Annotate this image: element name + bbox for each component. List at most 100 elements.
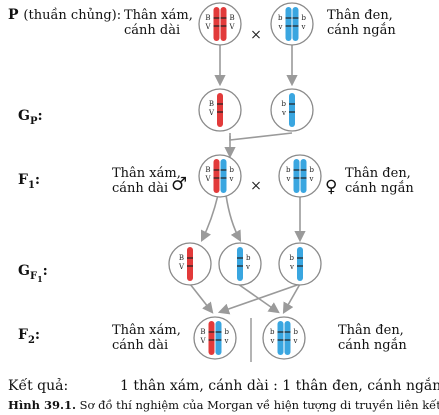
- chromosome: [277, 321, 284, 355]
- allele-label-body: B: [200, 328, 205, 336]
- chromosome: [292, 7, 299, 41]
- allele-label-wing: V: [204, 175, 211, 183]
- chromosome: [187, 247, 193, 281]
- chromosome: [220, 7, 227, 41]
- result-value: 1 thân xám, cánh dài : 1 thân đen, cánh …: [120, 378, 439, 394]
- allele-label-wing: V: [199, 337, 206, 345]
- gen-f2-label: F2:: [18, 327, 41, 346]
- allele-label-wing: v: [278, 23, 283, 31]
- allele-label-body: b: [230, 166, 235, 174]
- allele-label-body: b: [310, 166, 315, 174]
- chromosome: [285, 7, 292, 41]
- allele-label-body: b: [246, 254, 251, 262]
- chromosome: [289, 93, 295, 127]
- arrow-gf1-mid-to-f2-right: [237, 283, 280, 314]
- allele-label-wing: v: [281, 109, 286, 117]
- arrow-f1-to-gf1-left: [200, 194, 219, 243]
- gen-gf1-label: GF1:: [18, 263, 48, 284]
- cell-circle: [262, 316, 306, 360]
- cross-sign-f1: ×: [250, 178, 262, 194]
- allele-label-wing: v: [245, 263, 250, 271]
- arrow-group: [189, 44, 306, 315]
- allele-label-wing: v: [301, 23, 306, 31]
- arrow-gf1-right-to-f2-right: [282, 283, 301, 314]
- chromosome: [208, 321, 215, 355]
- gen-gp-label: GP:: [18, 108, 43, 127]
- allele-label-body: b: [282, 100, 287, 108]
- allele-label-wing: V: [204, 23, 211, 31]
- allele-label-body: B: [205, 166, 210, 174]
- arrow-gp-merge: [229, 132, 293, 141]
- result-line: Kết quả: 1 thân xám, cánh dài : 1 thân đ…: [8, 378, 439, 394]
- cell-gf1-bv-upper: BV: [168, 242, 212, 286]
- chromosome: [220, 159, 227, 193]
- allele-label-body: b: [294, 328, 299, 336]
- allele-label-wing: v: [293, 337, 298, 345]
- allele-label-wing: v: [224, 337, 229, 345]
- f1-right-phenotype: Thân đen,cánh ngắn: [345, 166, 414, 196]
- allele-label-body: B: [230, 14, 235, 22]
- chromosome: [217, 93, 223, 127]
- allele-label-body: B: [209, 100, 214, 108]
- allele-label-wing: v: [270, 337, 275, 345]
- arrow-gf1-left-to-f2-left: [189, 283, 214, 314]
- allele-label-wing: V: [178, 263, 185, 271]
- chromosome: [293, 159, 300, 193]
- f2-right-phenotype: Thân đen,cánh ngắn: [338, 323, 407, 353]
- chromosome: [284, 321, 291, 355]
- cell-gp-bv-upper: BV: [198, 88, 242, 132]
- caption-text: Sơ đồ thí nghiệm của Morgan về hiện tượn…: [75, 398, 439, 412]
- result-label: Kết quả:: [8, 378, 69, 394]
- arrow-gf1-right-to-f2-left: [217, 283, 301, 315]
- female-symbol: ♀: [325, 177, 337, 197]
- allele-label-body: b: [290, 254, 295, 262]
- cell-gp-bv-lower: bv: [270, 88, 314, 132]
- chromosome: [213, 159, 220, 193]
- allele-label-wing: v: [289, 263, 294, 271]
- f2-left-phenotype: Thân xám,cánh dài: [112, 323, 181, 353]
- p-left-phenotype: Thân xám,cánh dài: [124, 8, 193, 38]
- allele-label-body: b: [278, 14, 283, 22]
- allele-label-body: b: [225, 328, 230, 336]
- allele-label-body: B: [179, 254, 184, 262]
- chromosome: [297, 247, 303, 281]
- cell-circle: [278, 154, 322, 198]
- gen-p-label: P (thuần chủng):: [8, 7, 122, 23]
- allele-label-body: b: [286, 166, 291, 174]
- allele-label-wing: v: [229, 175, 234, 183]
- p-right-phenotype: Thân đen,cánh ngắn: [327, 8, 396, 38]
- f1-left-phenotype: Thân xám,cánh dài: [112, 166, 181, 196]
- chromosome: [213, 7, 220, 41]
- figure-caption: Hình 39.1. Sơ đồ thí nghiệm của Morgan v…: [8, 398, 439, 412]
- cell-circle: [198, 154, 242, 198]
- cell-gf1-bv-lower-male: bv: [218, 242, 262, 286]
- cell-gf1-bv-lower-female: bv: [278, 242, 322, 286]
- male-symbol: ♂: [171, 174, 187, 195]
- cell-circle: [270, 2, 314, 46]
- allele-label-wing: v: [309, 175, 314, 183]
- caption-figure-number: Hình 39.1.: [8, 398, 76, 412]
- gen-p-note: (thuần chủng):: [23, 8, 122, 23]
- arrow-f1-to-gf1-mid: [225, 194, 242, 242]
- chromosome: [215, 321, 222, 355]
- allele-label-body: B: [205, 14, 210, 22]
- cell-circle: [193, 316, 237, 360]
- allele-label-wing: V: [208, 109, 215, 117]
- allele-label-body: b: [270, 328, 275, 336]
- allele-label-wing: V: [229, 23, 236, 31]
- cell-circle: [198, 2, 242, 46]
- cross-sign-p: ×: [250, 27, 262, 43]
- allele-label-body: b: [302, 14, 307, 22]
- allele-label-wing: v: [286, 175, 291, 183]
- chromosome: [237, 247, 243, 281]
- gen-f1-label: F1:: [18, 172, 41, 191]
- chromosome: [300, 159, 307, 193]
